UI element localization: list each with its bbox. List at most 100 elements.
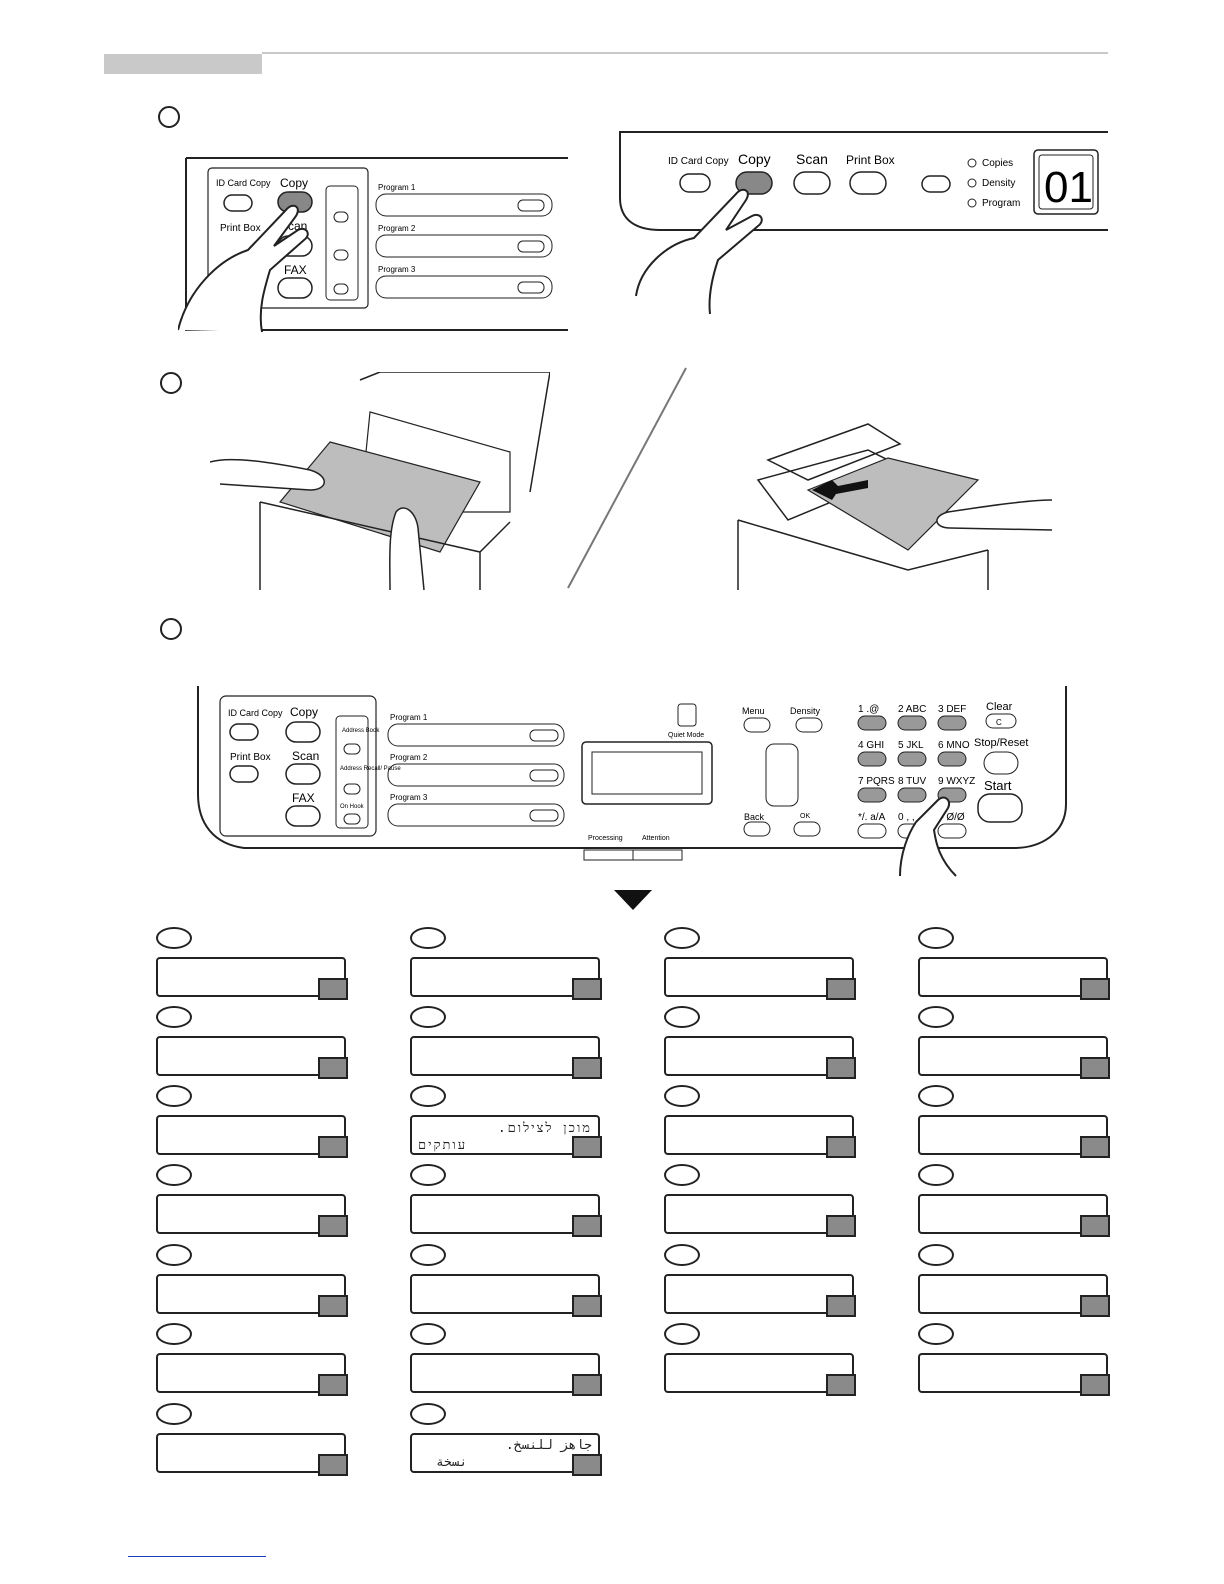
quiet-mode-button[interactable] [677, 703, 697, 727]
lcd-badge [572, 1454, 602, 1476]
panel-program2-label: Program 2 [390, 753, 428, 762]
language-code-marker [918, 927, 954, 949]
back-button[interactable] [743, 821, 771, 837]
lcd-display-arabic: جاهز للنسخ. نسخة [410, 1433, 602, 1476]
density-button[interactable] [795, 717, 823, 733]
on-hook-button[interactable] [343, 813, 361, 825]
lcd-display [156, 1194, 348, 1237]
language-code-marker [664, 1244, 700, 1266]
address-book-button[interactable] [343, 743, 361, 755]
right-id-card-copy: ID Card Copy [668, 156, 729, 167]
language-code-marker [156, 1164, 192, 1186]
lcd-display [918, 1353, 1110, 1396]
panel-ok-label: OK [800, 813, 810, 820]
keypad-key-label-9: 9 WXYZ [938, 776, 975, 787]
lcd-display-hebrew: מוכן לצילום. עותקים [410, 1115, 602, 1158]
lcd-badge [572, 1295, 602, 1317]
lcd-badge [826, 1215, 856, 1237]
lcd-display [156, 957, 348, 1000]
id-card-copy-button[interactable] [229, 723, 259, 741]
lcd-display [664, 957, 856, 1000]
keypad-key-5[interactable] [897, 751, 927, 767]
keypad-key-12[interactable] [937, 823, 967, 839]
panel-clear-c-label: C [996, 718, 1002, 727]
keypad-key-label-5: 5 JKL [898, 740, 924, 751]
lcd-badge [1080, 978, 1110, 1000]
program1-button[interactable] [387, 723, 565, 747]
lcd-display [156, 1433, 348, 1476]
fax-button[interactable] [285, 805, 321, 827]
language-code-marker [664, 1085, 700, 1107]
lcd-badge [572, 1136, 602, 1158]
keypad-key-label-6: 6 MNO [938, 740, 970, 751]
panel-density-key-label: Density [790, 706, 821, 716]
up-down-keys[interactable] [765, 743, 799, 807]
keypad-key-4[interactable] [857, 751, 887, 767]
section-header-rule [262, 52, 1108, 54]
keypad-key-label-11: 0 , , [898, 812, 915, 823]
language-code-marker [410, 1164, 446, 1186]
lcd-display [410, 957, 602, 1000]
language-code-marker [664, 1323, 700, 1345]
lcd-badge [1080, 1215, 1110, 1237]
panel-menu-label: Menu [742, 706, 765, 716]
lcd-badge [826, 1136, 856, 1158]
lcd-display [410, 1194, 602, 1237]
language-code-marker [918, 1244, 954, 1266]
lcd-hebrew-line1: מוכן לצילום. [497, 1121, 592, 1136]
panel-quiet-mode-label: Quiet Mode [668, 732, 704, 739]
step-1-marker [158, 106, 180, 128]
lcd-arabic-line1: جاهز للنسخ. [505, 1438, 592, 1453]
lcd-display [918, 1115, 1110, 1158]
address-recall-button[interactable] [343, 783, 361, 795]
illustration-platen-original [210, 372, 550, 590]
keypad-key-label-3: 3 DEF [938, 704, 966, 715]
language-code-marker [156, 1403, 192, 1425]
lcd-display [918, 1274, 1110, 1317]
program2-button[interactable] [387, 763, 565, 787]
lcd-display [410, 1353, 602, 1396]
language-code-marker [410, 927, 446, 949]
keypad-key-label-8: 8 TUV [898, 776, 926, 787]
illustration-document-processor-original [737, 423, 1052, 590]
lcd-badge [572, 1057, 602, 1079]
clear-button[interactable] [985, 713, 1017, 729]
lcd-badge [826, 1374, 856, 1396]
lcd-display [664, 1353, 856, 1396]
keypad-key-6[interactable] [937, 751, 967, 767]
lcd-arabic-line2: نسخة [436, 1455, 468, 1470]
copy-button[interactable] [285, 721, 321, 743]
keypad-key-3[interactable] [937, 715, 967, 731]
keypad-key-10[interactable] [857, 823, 887, 839]
panel-program1-label: Program 1 [390, 713, 428, 722]
language-code-marker [156, 1085, 192, 1107]
lcd-badge [1080, 1374, 1110, 1396]
lcd-badge [572, 1374, 602, 1396]
ok-button[interactable] [793, 821, 821, 837]
language-code-marker [156, 1323, 192, 1345]
panel-copy-label: Copy [290, 705, 318, 719]
lcd-display [664, 1274, 856, 1317]
keypad-key-label-10: */. a/A [858, 812, 886, 823]
print-box-button[interactable] [229, 765, 259, 783]
lcd-display [410, 1274, 602, 1317]
keypad-key-7[interactable] [857, 787, 887, 803]
scan-button[interactable] [285, 763, 321, 785]
language-code-marker [410, 1085, 446, 1107]
panel-id-card-copy-label: ID Card Copy [228, 708, 283, 718]
keypad-key-2[interactable] [897, 715, 927, 731]
menu-button[interactable] [743, 717, 771, 733]
small-fax-label: FAX [284, 263, 307, 277]
lcd-display [156, 1036, 348, 1079]
language-code-marker [918, 1006, 954, 1028]
lcd-hebrew-line2: עותקים [418, 1138, 468, 1153]
lcd-badge [572, 978, 602, 1000]
keypad-key-8[interactable] [897, 787, 927, 803]
start-button[interactable] [977, 793, 1023, 823]
panel-scan-label: Scan [292, 749, 319, 763]
program3-button[interactable] [387, 803, 565, 827]
stop-reset-button[interactable] [983, 751, 1019, 775]
small-program3: Program 3 [378, 265, 416, 274]
lcd-badge [318, 1057, 348, 1079]
keypad-key-1[interactable] [857, 715, 887, 731]
